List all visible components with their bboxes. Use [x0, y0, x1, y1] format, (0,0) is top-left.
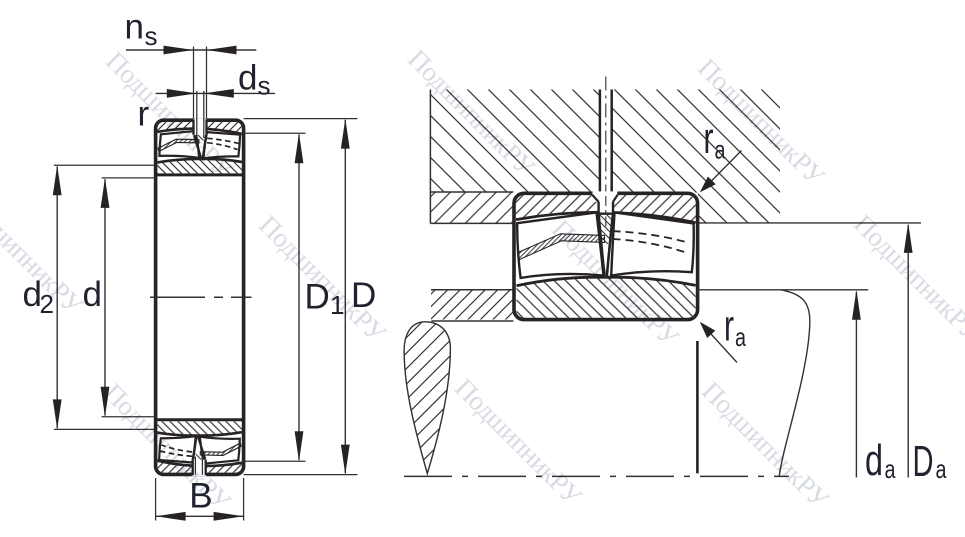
svg-text:a: a	[885, 454, 896, 484]
svg-text:a: a	[715, 135, 726, 165]
svg-text:r: r	[138, 95, 150, 134]
svg-text:n: n	[125, 8, 144, 47]
svg-text:B: B	[189, 477, 212, 516]
svg-text:d: d	[865, 436, 883, 485]
svg-text:d: d	[238, 59, 257, 98]
svg-text:D: D	[351, 276, 376, 315]
svg-text:D: D	[305, 278, 330, 317]
svg-text:r: r	[724, 302, 734, 351]
svg-text:a: a	[936, 454, 947, 484]
svg-text:2: 2	[40, 289, 54, 319]
svg-text:s: s	[258, 71, 271, 101]
svg-text:D: D	[913, 437, 934, 486]
svg-text:1: 1	[330, 290, 344, 320]
svg-text:d: d	[83, 275, 102, 314]
svg-text:s: s	[145, 21, 158, 51]
svg-text:r: r	[704, 114, 714, 163]
svg-text:a: a	[735, 322, 746, 352]
svg-text:d: d	[23, 275, 42, 314]
